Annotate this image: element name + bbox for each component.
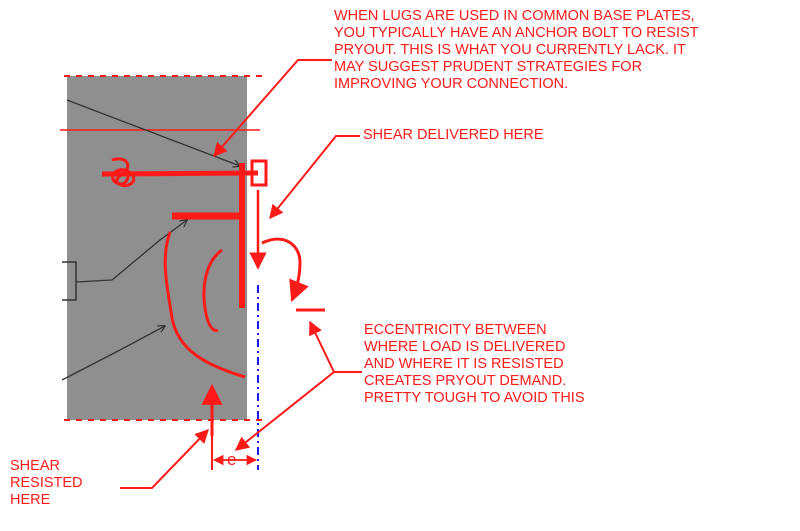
sketch-leader-2 — [111, 220, 187, 281]
sketch-leader-3 — [61, 326, 165, 381]
shear-resisted-leader — [120, 428, 209, 489]
sketch-bracket-link — [75, 279, 113, 283]
anchor-head-scribble — [111, 157, 136, 187]
eccentricity-note: ECCENTRICITY BETWEEN WHERE LOAD IS DELIV… — [364, 322, 585, 406]
anchor-nut — [250, 159, 268, 187]
sketch-bracket — [62, 261, 77, 301]
eccentricity-leader-2 — [234, 371, 335, 451]
inner-curve-scribble — [202, 248, 223, 332]
pryout-rotation-arrow — [261, 237, 309, 302]
shear-delivered-label: SHEAR DELIVERED HERE — [363, 127, 544, 143]
pryout-leader — [213, 59, 332, 158]
shear-delivered-leader — [269, 135, 360, 220]
shear-resisted-label: SHEAR RESISTED HERE — [10, 458, 83, 508]
sketch-leader-1 — [66, 99, 240, 166]
pryout-note: WHEN LUGS ARE USED IN COMMON BASE PLATES… — [334, 8, 699, 92]
eccentricity-symbol: e — [227, 450, 237, 469]
breakout-scribble — [163, 231, 246, 379]
eccentricity-leader-1 — [309, 320, 362, 373]
concrete-pedestal — [67, 76, 247, 420]
